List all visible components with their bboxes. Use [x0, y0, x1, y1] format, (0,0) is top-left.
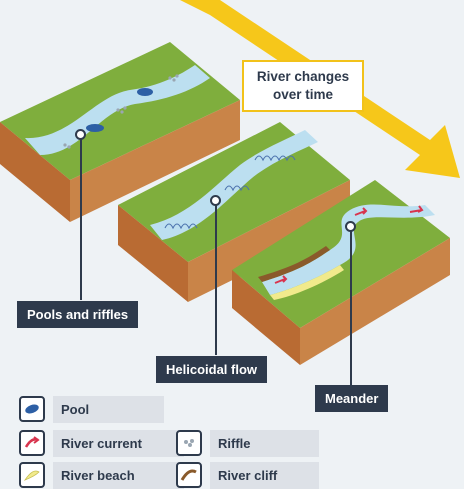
time-label-line2: over time: [272, 87, 333, 102]
beach-icon: [19, 462, 45, 488]
leader-dot-pools: [75, 129, 86, 140]
river-current-arrow: [274, 275, 288, 284]
leader-dot-meander: [345, 221, 356, 232]
legend-pool-label: Pool: [53, 396, 164, 423]
pool-shape: [137, 88, 153, 96]
legend-beach: River beach: [19, 462, 184, 489]
block-meander: [232, 180, 450, 365]
legend-current: River current: [19, 430, 184, 457]
leader-meander: [350, 226, 352, 386]
leader-pools: [80, 134, 82, 300]
label-helicoidal: Helicoidal flow: [156, 356, 268, 383]
legend-beach-label: River beach: [53, 462, 184, 489]
riffle-icon: [176, 430, 202, 456]
time-arrow: [180, 0, 460, 178]
cliff-icon: [176, 462, 202, 488]
river-beach-shape: [270, 265, 344, 300]
legend-current-label: River current: [53, 430, 184, 457]
river-cliff-shape: [258, 246, 330, 282]
legend-pool: Pool: [19, 396, 164, 423]
block-pools-riffles: [0, 42, 240, 222]
current-icon: [19, 430, 45, 456]
river-current-arrow: [354, 207, 368, 216]
label-meander: Meander: [315, 385, 389, 412]
legend-riffle-label: Riffle: [210, 430, 319, 457]
block-helicoidal: [118, 122, 350, 302]
label-pools-riffles: Pools and riffles: [17, 301, 139, 328]
time-label-line1: River changes: [256, 69, 350, 84]
time-label-box: River changes over time: [242, 60, 364, 112]
helicoidal-flow-lines: [164, 155, 296, 230]
pool-shape: [86, 124, 104, 132]
legend-cliff: River cliff: [176, 462, 319, 489]
leader-dot-helicoidal: [210, 195, 221, 206]
riffle-shape: [63, 74, 179, 149]
legend-riffle: Riffle: [176, 430, 319, 457]
pool-icon: [19, 396, 45, 422]
legend-cliff-label: River cliff: [210, 462, 319, 489]
leader-helicoidal: [215, 200, 217, 355]
river-current-arrow: [409, 205, 424, 213]
